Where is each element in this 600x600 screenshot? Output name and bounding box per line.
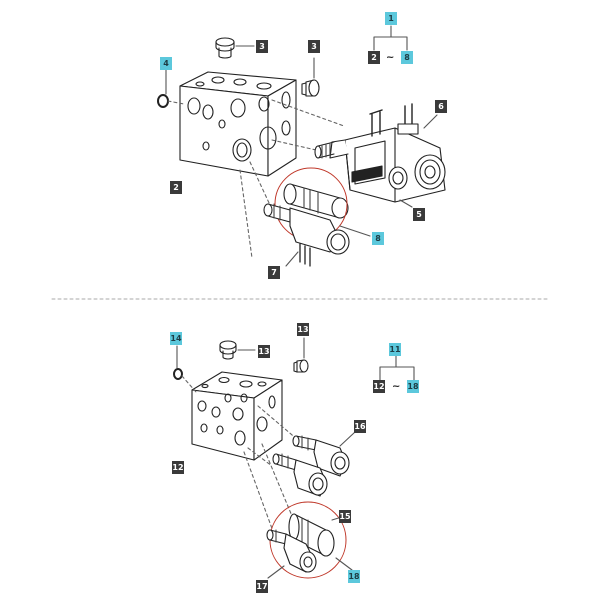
- lower-valve-15: [272, 453, 328, 497]
- upper-valve-assembly: [314, 103, 446, 203]
- lower-range-to-label: 18: [407, 380, 419, 393]
- lower-valve-17: [266, 529, 317, 573]
- lower-valve-16-label: 16: [354, 420, 366, 433]
- lower-valve-15-label: 15: [339, 510, 351, 523]
- upper-coil-label: 5: [413, 208, 425, 221]
- upper-valve-assembly-label: 6: [435, 100, 447, 113]
- lower-manifold-label: 12: [172, 461, 184, 474]
- lower-manifold-block: [191, 371, 283, 461]
- upper-side-plug: [301, 79, 320, 97]
- upper-range-to-label: 8: [401, 51, 413, 64]
- upper-group-label: 1: [385, 12, 397, 25]
- lower-top-plug: [219, 340, 237, 360]
- upper-oring-label: 4: [160, 57, 172, 70]
- upper-cartridge: [283, 183, 349, 219]
- lower-oring-label: 14: [170, 332, 182, 345]
- lower-side-plug: [293, 359, 309, 373]
- lower-cartridge-label: 18: [348, 570, 360, 583]
- upper-solenoid-valve: [263, 203, 350, 267]
- upper-cartridge-label: 8: [372, 232, 384, 245]
- upper-manifold-block: [179, 71, 297, 177]
- lower-plug-top-label: 13: [258, 345, 270, 358]
- lower-valve-16: [292, 435, 350, 477]
- upper-group-bracket: [373, 25, 408, 51]
- upper-top-plug: [215, 37, 235, 59]
- upper-range-from-label: 2: [368, 51, 380, 64]
- lower-range-separator: ~: [392, 381, 401, 392]
- upper-plug-side-label: 3: [308, 40, 320, 53]
- lower-oring: [173, 368, 183, 380]
- lower-group-label: 11: [389, 343, 401, 356]
- upper-manifold-label: 2: [170, 181, 182, 194]
- lower-plug-side-label: 13: [297, 323, 309, 336]
- upper-solenoid-valve-label: 7: [268, 266, 280, 279]
- upper-plug-top-label: 3: [256, 40, 268, 53]
- lower-group-bracket: [379, 355, 415, 381]
- lower-range-from-label: 12: [373, 380, 385, 393]
- lower-valve-17-label: 17: [256, 580, 268, 593]
- upper-oring: [157, 94, 169, 108]
- upper-range-separator: ~: [386, 52, 395, 63]
- lower-cartridge: [288, 513, 335, 557]
